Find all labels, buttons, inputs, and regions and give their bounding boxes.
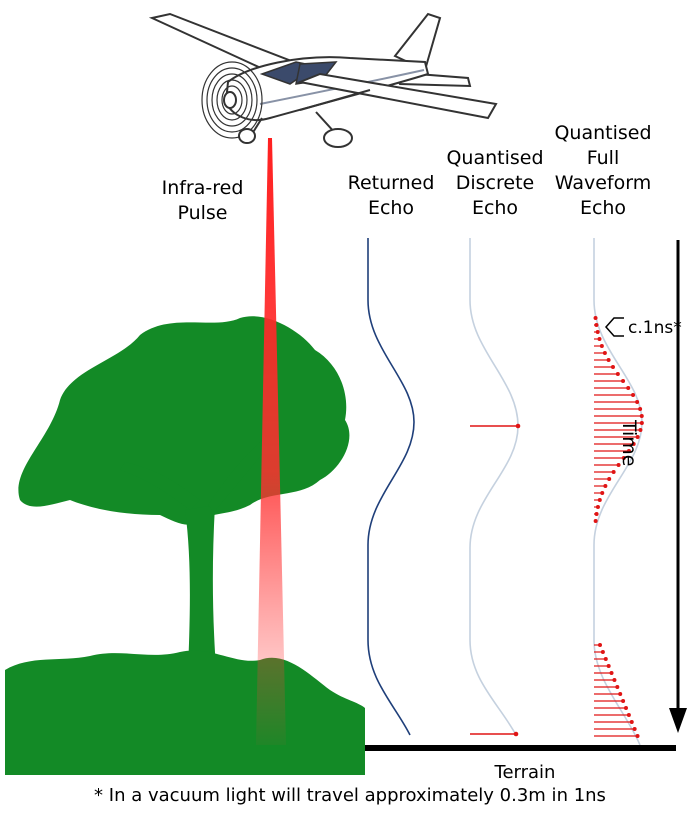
waveform-sample-point	[638, 407, 643, 411]
sample-interval-label: c.1ns*	[628, 318, 682, 338]
waveform-sample-point	[600, 491, 605, 495]
waveform-sample-point	[593, 519, 598, 523]
waveform-sample-point	[606, 664, 611, 668]
waveform-sample-point	[626, 386, 631, 390]
interval-bracket	[604, 317, 624, 337]
waveform-sample-point	[607, 477, 612, 481]
full-waveform-echo-label: Quantised Full Waveform Echo	[554, 122, 652, 219]
waveform-sample-point	[609, 671, 614, 675]
waveform-sample-point	[623, 706, 628, 710]
waveform-sample-point	[631, 442, 636, 446]
waveform-sample-point	[597, 337, 602, 341]
waveform-sample-point	[603, 657, 608, 661]
waveform-sample-point	[621, 456, 626, 460]
waveform-sample-point	[615, 372, 620, 376]
waveform-sample-point	[602, 351, 607, 355]
returned-echo-label: Returned Echo	[347, 172, 435, 219]
waveform-sample-point	[618, 692, 623, 696]
waveform-sample-point	[599, 344, 604, 348]
waveform-sample-point	[594, 323, 599, 327]
waveform-sample-point	[621, 379, 626, 383]
discrete-echo-curve	[469, 238, 519, 736]
tree-icon	[5, 316, 365, 775]
waveform-sample-point	[631, 393, 636, 397]
waveform-sample-point	[594, 512, 599, 516]
waveform-sample-point	[598, 643, 602, 647]
waveform-sample-point	[595, 505, 600, 509]
time-axis-arrow	[669, 240, 687, 733]
waveform-sample-point	[621, 699, 626, 703]
waveform-sample-point	[597, 498, 602, 502]
discrete-echo-label: Quantised Discrete Echo	[446, 147, 544, 219]
waveform-sample-point	[606, 358, 611, 362]
footnote: * In a vacuum light will travel approxim…	[94, 785, 606, 806]
waveform-sample-point	[610, 365, 615, 369]
waveform-sample-point	[615, 685, 620, 689]
laser-beam	[256, 138, 286, 745]
waveform-sample-point	[639, 421, 644, 425]
waveform-sample-point	[616, 463, 621, 467]
waveform-sample-point	[638, 428, 643, 432]
time-axis-label: Time	[618, 420, 640, 467]
terrain-label: Terrain	[494, 762, 556, 783]
full-waveform-curve	[593, 238, 643, 746]
discrete-samples	[470, 423, 521, 737]
waveform-sample-point	[635, 734, 640, 738]
waveform-sample-point	[635, 435, 640, 439]
returned-echo-curve	[367, 238, 415, 736]
waveform-sample-point	[595, 330, 600, 334]
waveform-sample-point	[626, 449, 631, 453]
waveform-sample-point	[612, 678, 617, 682]
waveform-sample-point	[611, 470, 616, 474]
full-waveform-samples	[593, 316, 644, 738]
pulse-label: Infra-red Pulse	[161, 177, 244, 224]
airplane-icon	[148, 12, 498, 148]
waveform-sample-point	[635, 400, 640, 404]
waveform-sample-point	[600, 650, 605, 654]
waveform-sample-point	[593, 316, 598, 320]
waveform-sample-point	[639, 414, 644, 418]
waveform-sample-point	[626, 713, 631, 717]
waveform-sample-point	[629, 720, 634, 724]
waveform-sample-point	[632, 727, 637, 731]
waveform-sample-point	[603, 484, 608, 488]
